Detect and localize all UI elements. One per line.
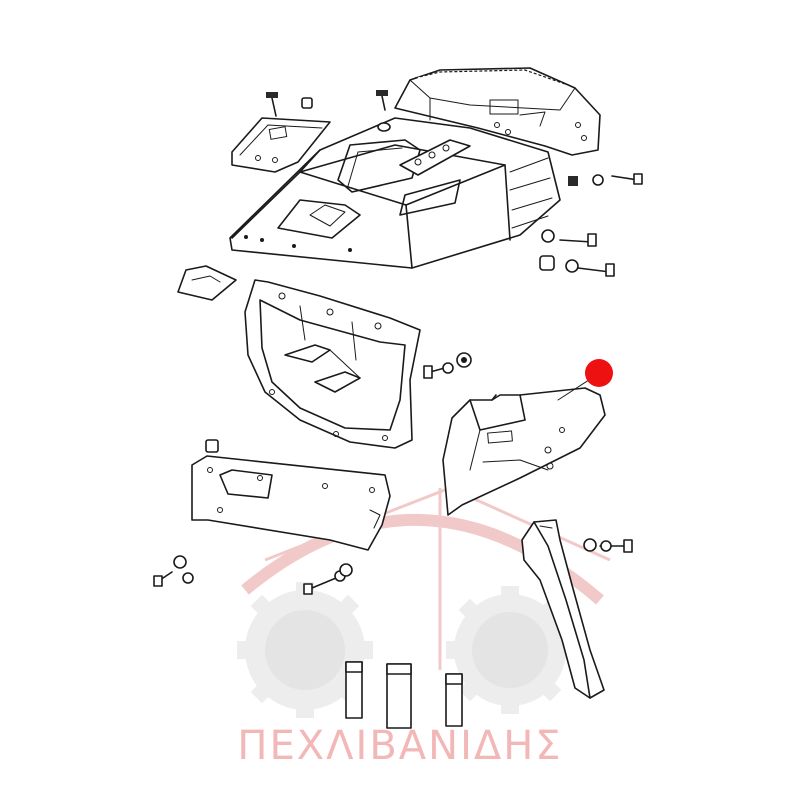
spacer-strip (386, 663, 412, 729)
side-bracket (442, 387, 606, 516)
bolt-icon (303, 563, 353, 595)
bolt-icon (541, 229, 597, 247)
lever-plate (399, 139, 471, 176)
pillar (521, 519, 605, 699)
leader-line (557, 377, 593, 401)
bolt-icon (376, 90, 388, 111)
watermark-logo (237, 486, 611, 718)
bolt-icon (153, 555, 194, 587)
lower-cover (244, 279, 421, 449)
side-panel (191, 439, 391, 551)
dashboard-console (229, 117, 561, 269)
spacer-strip (445, 673, 463, 727)
nut-icon (301, 97, 313, 109)
gear-icon (237, 582, 373, 718)
bracket-plate (231, 117, 331, 173)
part-marker (585, 359, 613, 387)
bolt-icon (583, 538, 633, 553)
bolt-icon (539, 255, 615, 277)
nut-icon (377, 122, 391, 132)
trim-piece (177, 265, 237, 301)
gear-icon (446, 586, 574, 714)
bolt-icon (266, 92, 278, 117)
bolt-icon (568, 173, 643, 186)
instrument-hood (394, 67, 601, 156)
bolt-icon (423, 352, 472, 379)
spacer-strip (345, 661, 363, 719)
